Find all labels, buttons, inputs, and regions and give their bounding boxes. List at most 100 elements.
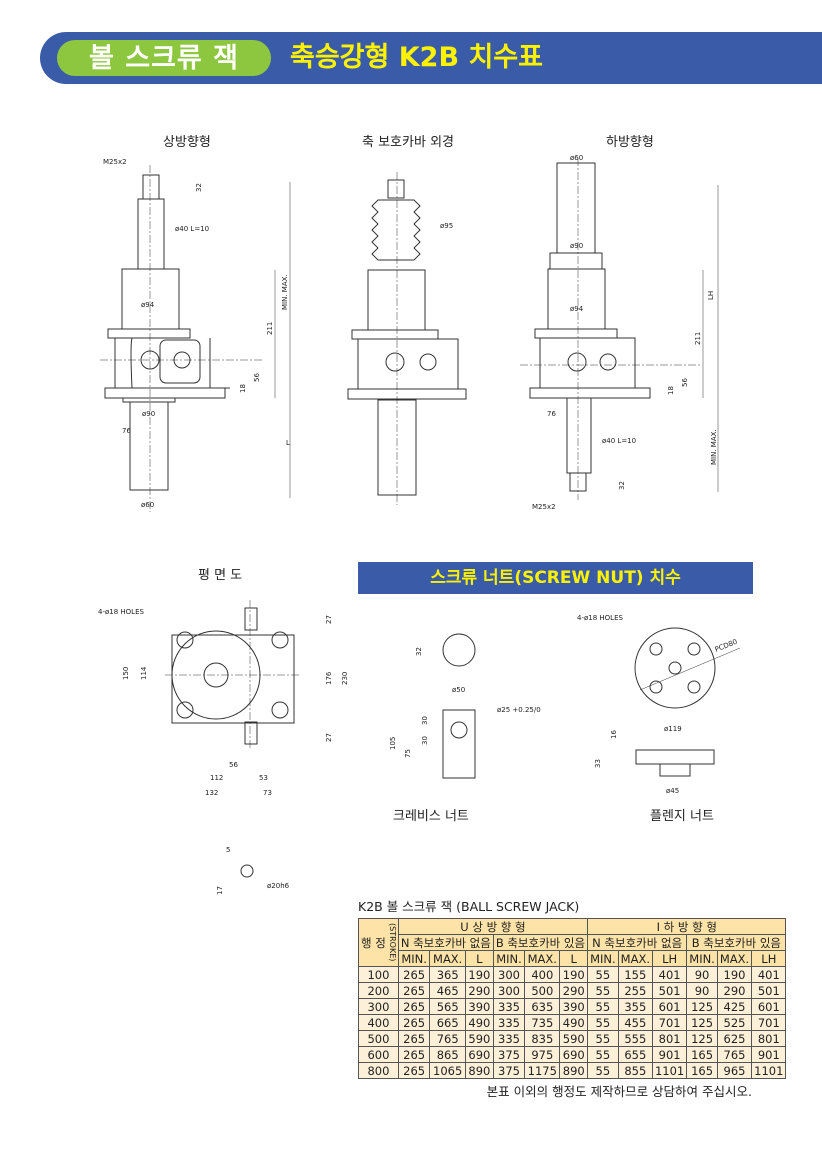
table-cell: 190 — [559, 966, 589, 983]
stroke-cell: 400 — [358, 1014, 399, 1031]
dim-27: 27 — [325, 615, 333, 624]
table-cell: 165 — [686, 1046, 718, 1063]
stroke-header: 행 정(STROKE) — [358, 918, 399, 967]
table-cell: 425 — [716, 998, 753, 1015]
dim-53: 53 — [259, 774, 268, 782]
dim-40: ø40 L=10 — [175, 225, 209, 233]
stroke-label-en: (STROKE) — [387, 923, 397, 962]
table-cell: 300 — [492, 982, 526, 999]
table-cell: 401 — [751, 966, 787, 983]
subgroup: N 축보호카바 없음 — [587, 934, 688, 951]
table-cell: 90 — [686, 966, 718, 983]
table-cell: 55 — [587, 1030, 619, 1047]
table-cell: 390 — [559, 998, 589, 1015]
table-caption: K2B 볼 스크류 잭 (BALL SCREW JACK) — [358, 899, 580, 914]
stroke-cell: 300 — [358, 998, 399, 1015]
table-cell: 290 — [559, 982, 589, 999]
table-cell: 255 — [617, 982, 653, 999]
stroke-cell: 200 — [358, 982, 399, 999]
nut-dim-45: ø45 — [666, 787, 679, 795]
table-cell: 265 — [397, 966, 431, 983]
dim-76: 76 — [547, 410, 556, 418]
dim-90: ø90 — [570, 242, 583, 250]
stroke-cell: 600 — [358, 1046, 399, 1063]
nut-dim-16: 16 — [610, 730, 618, 739]
view-title-cover: 축 보호카바 외경 — [362, 135, 454, 150]
clevis-nut-label: 크레비스 너트 — [393, 809, 469, 824]
table-cell: 125 — [686, 1014, 718, 1031]
dim-27: 27 — [325, 733, 333, 742]
dim-holes: 4-ø18 HOLES — [98, 608, 144, 616]
column-header: MAX. — [716, 950, 753, 967]
table-cell: 355 — [617, 998, 653, 1015]
table-cell: 835 — [524, 1030, 561, 1047]
table-cell: 501 — [651, 982, 688, 999]
nut-dim-25: ø25 +0.25/0 — [497, 706, 541, 714]
dim-LH: LH — [707, 291, 715, 300]
nut-dim-50: ø50 — [452, 686, 465, 694]
table-cell: 490 — [464, 1014, 494, 1031]
dim-32: 32 — [618, 481, 626, 490]
table-cell: 735 — [524, 1014, 561, 1031]
column-header: MAX. — [429, 950, 466, 967]
dim-114: 114 — [140, 666, 148, 680]
column-header: MIN. — [686, 950, 718, 967]
table-cell: 601 — [751, 998, 787, 1015]
table-cell: 401 — [651, 966, 688, 983]
table-cell: 265 — [397, 1062, 431, 1079]
table-cell: 701 — [751, 1014, 787, 1031]
view-title-plan: 평 면 도 — [198, 568, 243, 583]
table-cell: 625 — [716, 1030, 753, 1047]
table-cell: 265 — [397, 1014, 431, 1031]
group-upward: U 상 방 향 형 — [397, 918, 589, 935]
table-cell: 375 — [492, 1046, 526, 1063]
table-cell: 525 — [716, 1014, 753, 1031]
table-note: 본표 이외의 행정도 제작하므로 상담하여 주십시오. — [486, 1084, 752, 1099]
dim-176: 176 — [325, 671, 333, 685]
table-cell: 125 — [686, 998, 718, 1015]
dim-m25: M25x2 — [532, 503, 556, 511]
nut-dim-30: 30 — [421, 736, 429, 745]
table-cell: 501 — [751, 982, 787, 999]
table-cell: 701 — [651, 1014, 688, 1031]
table-cell: 490 — [559, 1014, 589, 1031]
dim-150: 150 — [122, 667, 130, 680]
column-header: L — [464, 950, 494, 967]
table-cell: 335 — [492, 998, 526, 1015]
category-badge: 볼 스크류 잭 — [55, 38, 273, 78]
column-header: MIN. — [397, 950, 431, 967]
dim-90: ø90 — [142, 410, 155, 418]
table-cell: 455 — [617, 1014, 653, 1031]
table-cell: 190 — [716, 966, 753, 983]
dim-18: 18 — [239, 384, 247, 393]
dim-211: 211 — [694, 332, 702, 345]
table-cell: 555 — [617, 1030, 653, 1047]
column-header: MIN. — [587, 950, 619, 967]
subgroup: N 축보호카바 없음 — [397, 934, 494, 951]
table-cell: 765 — [429, 1030, 466, 1047]
table-cell: 125 — [686, 1030, 718, 1047]
table-cell: 590 — [464, 1030, 494, 1047]
table-cell: 901 — [751, 1046, 787, 1063]
view-title-up: 상방향형 — [163, 135, 211, 150]
table-cell: 290 — [716, 982, 753, 999]
dim-40: ø40 L=10 — [602, 437, 636, 445]
subgroup: B 축보호카바 있음 — [492, 934, 589, 951]
table-cell: 335 — [492, 1030, 526, 1047]
table-cell: 1101 — [751, 1062, 787, 1079]
drawing-boot-cover: ø95 — [347, 172, 467, 505]
subgroup: B 축보호카바 있음 — [686, 934, 787, 951]
dim-5: 5 — [226, 846, 230, 854]
nut-dim-33: 33 — [594, 759, 602, 768]
dim-56: 56 — [229, 761, 238, 769]
table-cell: 265 — [397, 1030, 431, 1047]
